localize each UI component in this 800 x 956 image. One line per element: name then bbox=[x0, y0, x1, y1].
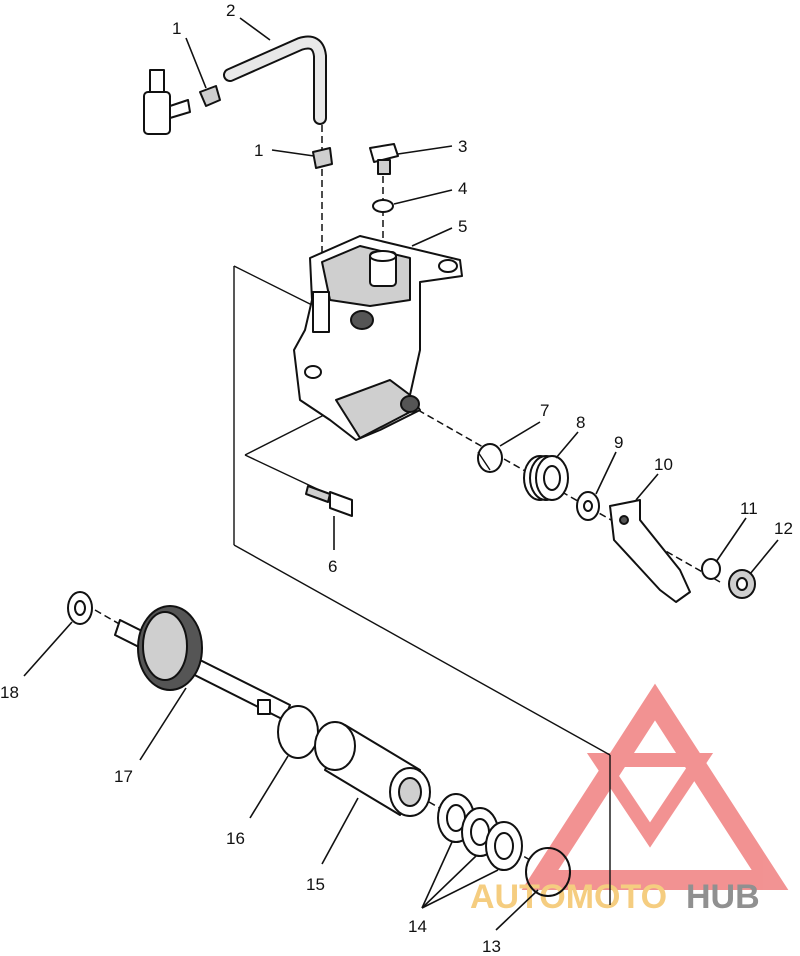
callout-1-lower: 1 bbox=[254, 141, 263, 160]
callout-1-top: 1 bbox=[172, 19, 181, 38]
mounting-bolt bbox=[305, 485, 353, 517]
callout-2: 2 bbox=[226, 1, 235, 20]
watermark-logo: AUTOMOTO HUB bbox=[470, 683, 789, 916]
thrust-washer bbox=[67, 591, 93, 625]
sealing-washer bbox=[372, 199, 394, 213]
snap-ring bbox=[525, 847, 571, 897]
callout-4: 4 bbox=[458, 179, 467, 198]
banjo-bolt bbox=[369, 143, 399, 175]
callout-12: 12 bbox=[774, 519, 793, 538]
oil-pump-body bbox=[293, 235, 463, 441]
hose-clamp bbox=[312, 147, 333, 169]
lock-washer bbox=[701, 558, 721, 580]
bleed-valve-fitting bbox=[143, 69, 221, 135]
watermark-text-1: AUTOMOTO bbox=[470, 878, 667, 916]
flat-washer bbox=[576, 491, 600, 521]
callout-17: 17 bbox=[114, 767, 133, 786]
collar bbox=[477, 443, 503, 473]
callout-16: 16 bbox=[226, 829, 245, 848]
shim-washers bbox=[437, 793, 523, 871]
drive-gear-shaft bbox=[114, 605, 291, 721]
callout-9: 9 bbox=[614, 433, 623, 452]
pump-sleeve bbox=[314, 721, 431, 817]
hex-nut bbox=[728, 569, 756, 599]
leader-lines bbox=[23, 17, 779, 931]
return-spring bbox=[523, 455, 569, 501]
vent-tube bbox=[223, 35, 327, 125]
callout-6: 6 bbox=[328, 557, 337, 576]
callout-10: 10 bbox=[654, 455, 673, 474]
callout-18: 18 bbox=[0, 683, 19, 702]
callout-15: 15 bbox=[306, 875, 325, 894]
callout-5: 5 bbox=[458, 217, 467, 236]
callout-14: 14 bbox=[408, 917, 427, 936]
callout-3: 3 bbox=[458, 137, 467, 156]
callout-8: 8 bbox=[576, 413, 585, 432]
callout-11: 11 bbox=[740, 499, 758, 518]
watermark-text-2: HUB bbox=[686, 878, 760, 916]
o-ring bbox=[277, 705, 319, 759]
callout-7: 7 bbox=[540, 401, 549, 420]
callout-13: 13 bbox=[482, 937, 501, 956]
control-lever bbox=[609, 499, 691, 603]
